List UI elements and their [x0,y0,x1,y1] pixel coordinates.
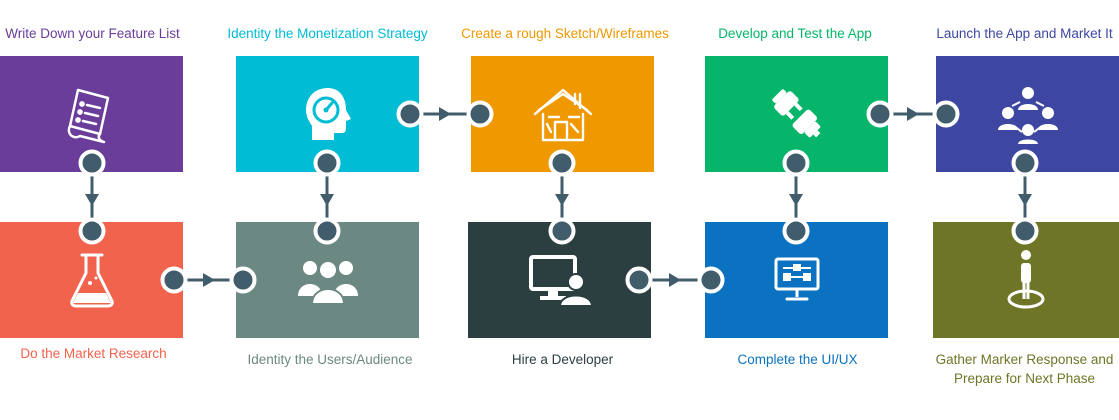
label-feature-list: Write Down your Feature List [5,26,180,41]
flask-icon [68,251,116,309]
label-users-audience: Identity the Users/Audience [247,352,413,367]
users-group-icon [297,256,358,304]
head-gauge-icon [300,84,356,144]
monitor-ui-icon [773,256,821,304]
label-market-research: Do the Market Research [20,346,167,361]
label-develop-test: Develop and Test the App [718,26,872,41]
label-developer: Hire a Developer [511,352,614,367]
step-box-users-audience [236,222,419,338]
step-box-ui-ux [705,222,888,338]
person-target-icon [1004,249,1048,311]
label-gather-line2: Prepare for Next Phase [953,371,1096,386]
step-box-sketch [471,56,654,172]
step-box-launch [936,56,1119,172]
step-box-developer [468,222,651,338]
label-monetization: Identity the Monetization Strategy [227,26,428,41]
step-box-develop-test [705,56,888,172]
step-box-feature-list [0,56,183,172]
document-list-icon [62,84,122,144]
label-ui-ux: Complete the UI/UX [737,352,858,367]
step-box-monetization [236,56,419,172]
label-gather: Gather Marker Response and Prepare for N… [930,350,1119,388]
network-people-icon [996,84,1060,144]
plug-icon [767,84,827,144]
label-gather-line1: Gather Marker Response and [935,352,1114,367]
label-sketch: Create a rough Sketch/Wireframes [461,26,669,41]
label-launch: Launch the App and Market It [936,26,1113,41]
step-box-market-research [0,222,183,338]
house-sketch-icon [531,84,595,144]
developer-computer-icon [528,254,592,306]
step-box-gather [933,222,1119,338]
